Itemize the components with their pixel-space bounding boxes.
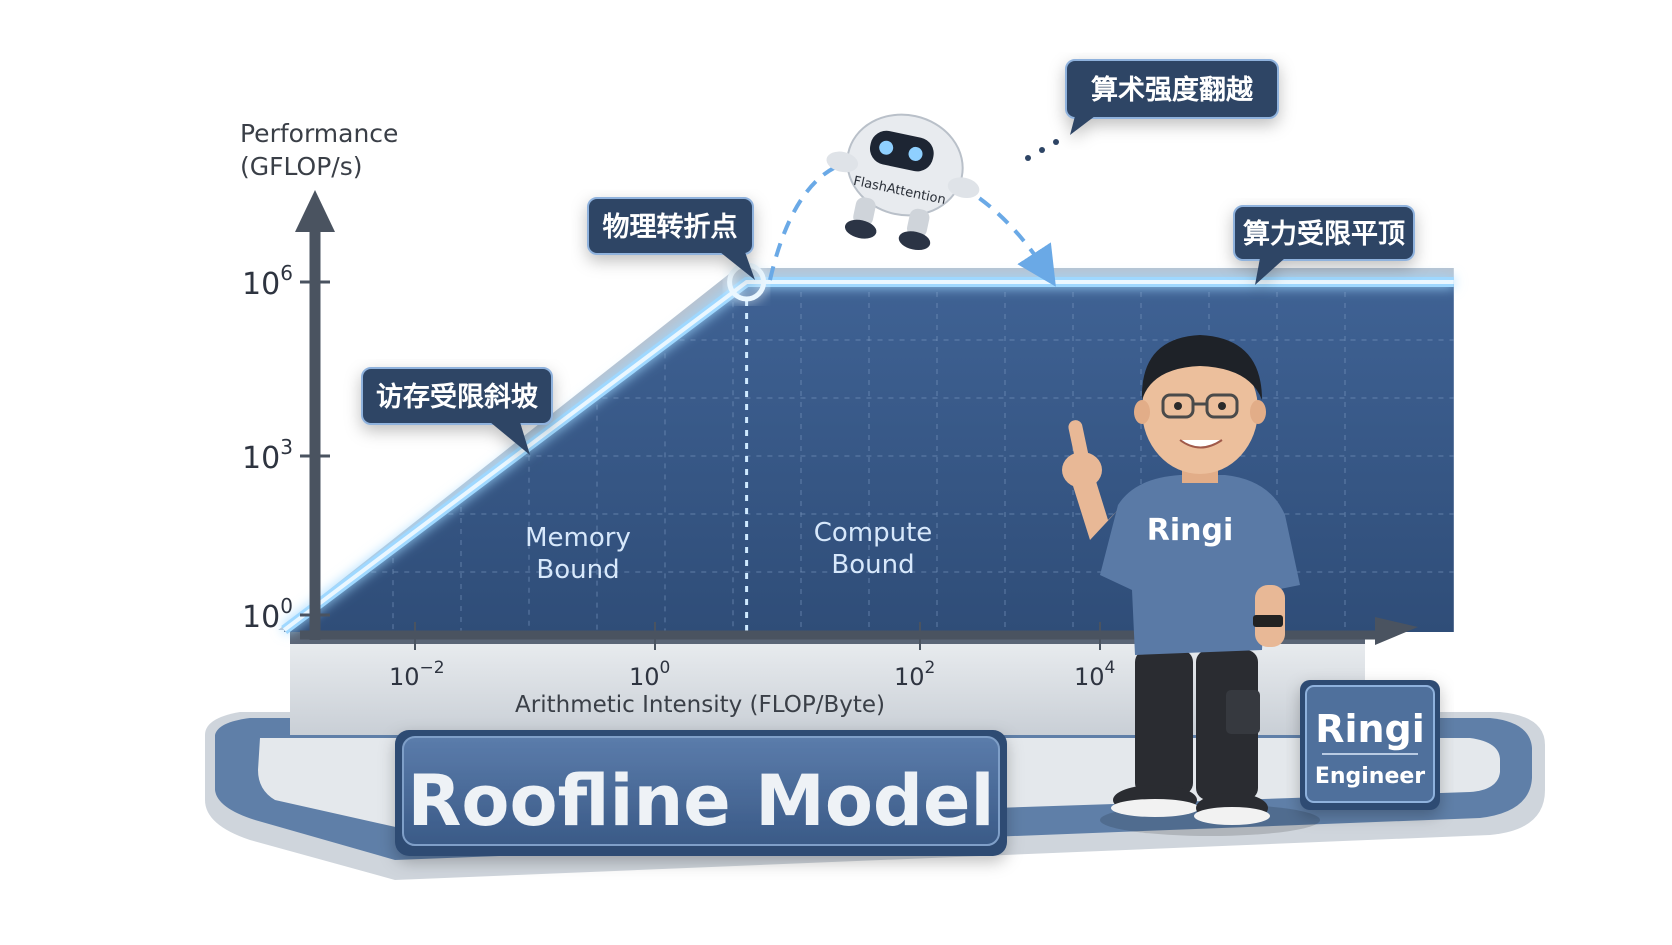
y-tick-label: 103: [242, 435, 293, 476]
compute-bound-label-line1: Compute: [814, 518, 933, 548]
dot-icon: [1025, 155, 1031, 161]
chart-title: Roofline Model: [408, 760, 995, 842]
memory-bound-label-line2: Bound: [536, 555, 619, 585]
y-axis-label-line1: Performance: [240, 119, 398, 148]
svg-text:访存受限斜坡: 访存受限斜坡: [376, 381, 538, 413]
engineer-avatar: Ringi: [1062, 335, 1320, 836]
title-plaque: Roofline Model: [395, 730, 1007, 856]
callout-roof: 算力受限平顶: [1233, 205, 1415, 285]
callout-slope: 访存受限斜坡: [361, 367, 553, 455]
chart-grid: [371, 292, 1454, 632]
y-tick-label: 106: [242, 261, 293, 302]
memory-bound-label-line1: Memory: [525, 523, 631, 553]
y-axis-arrow-icon: [295, 190, 335, 232]
callout-jump: 算术强度翻越: [1065, 59, 1279, 135]
svg-text:算术强度翻越: 算术强度翻越: [1091, 74, 1254, 106]
dot-icon: [1039, 147, 1045, 153]
svg-text:算力受限平顶: 算力受限平顶: [1243, 218, 1405, 250]
x-axis-arrow-icon: [1375, 617, 1418, 645]
badge-line1: Ringi: [1315, 707, 1425, 751]
y-axis-label-line2: (GFLOP/s): [240, 152, 363, 181]
x-axis-label: Arithmetic Intensity (FLOP/Byte): [515, 692, 885, 718]
engineer-badge: Ringi Engineer: [1300, 680, 1440, 810]
svg-text:物理转折点: 物理转折点: [603, 212, 738, 243]
robot-icon: FlashAttention: [826, 113, 980, 251]
roofline-panel-top: [278, 268, 1454, 630]
x-tick-label: 102: [894, 658, 935, 691]
badge-line2: Engineer: [1315, 764, 1425, 789]
callout-ridge: 物理转折点: [587, 197, 755, 280]
roofline-line: [282, 280, 1454, 632]
compute-bound-label-line2: Bound: [831, 550, 914, 580]
shirt-text: Ringi: [1147, 513, 1234, 548]
dot-icon: [1053, 139, 1059, 145]
